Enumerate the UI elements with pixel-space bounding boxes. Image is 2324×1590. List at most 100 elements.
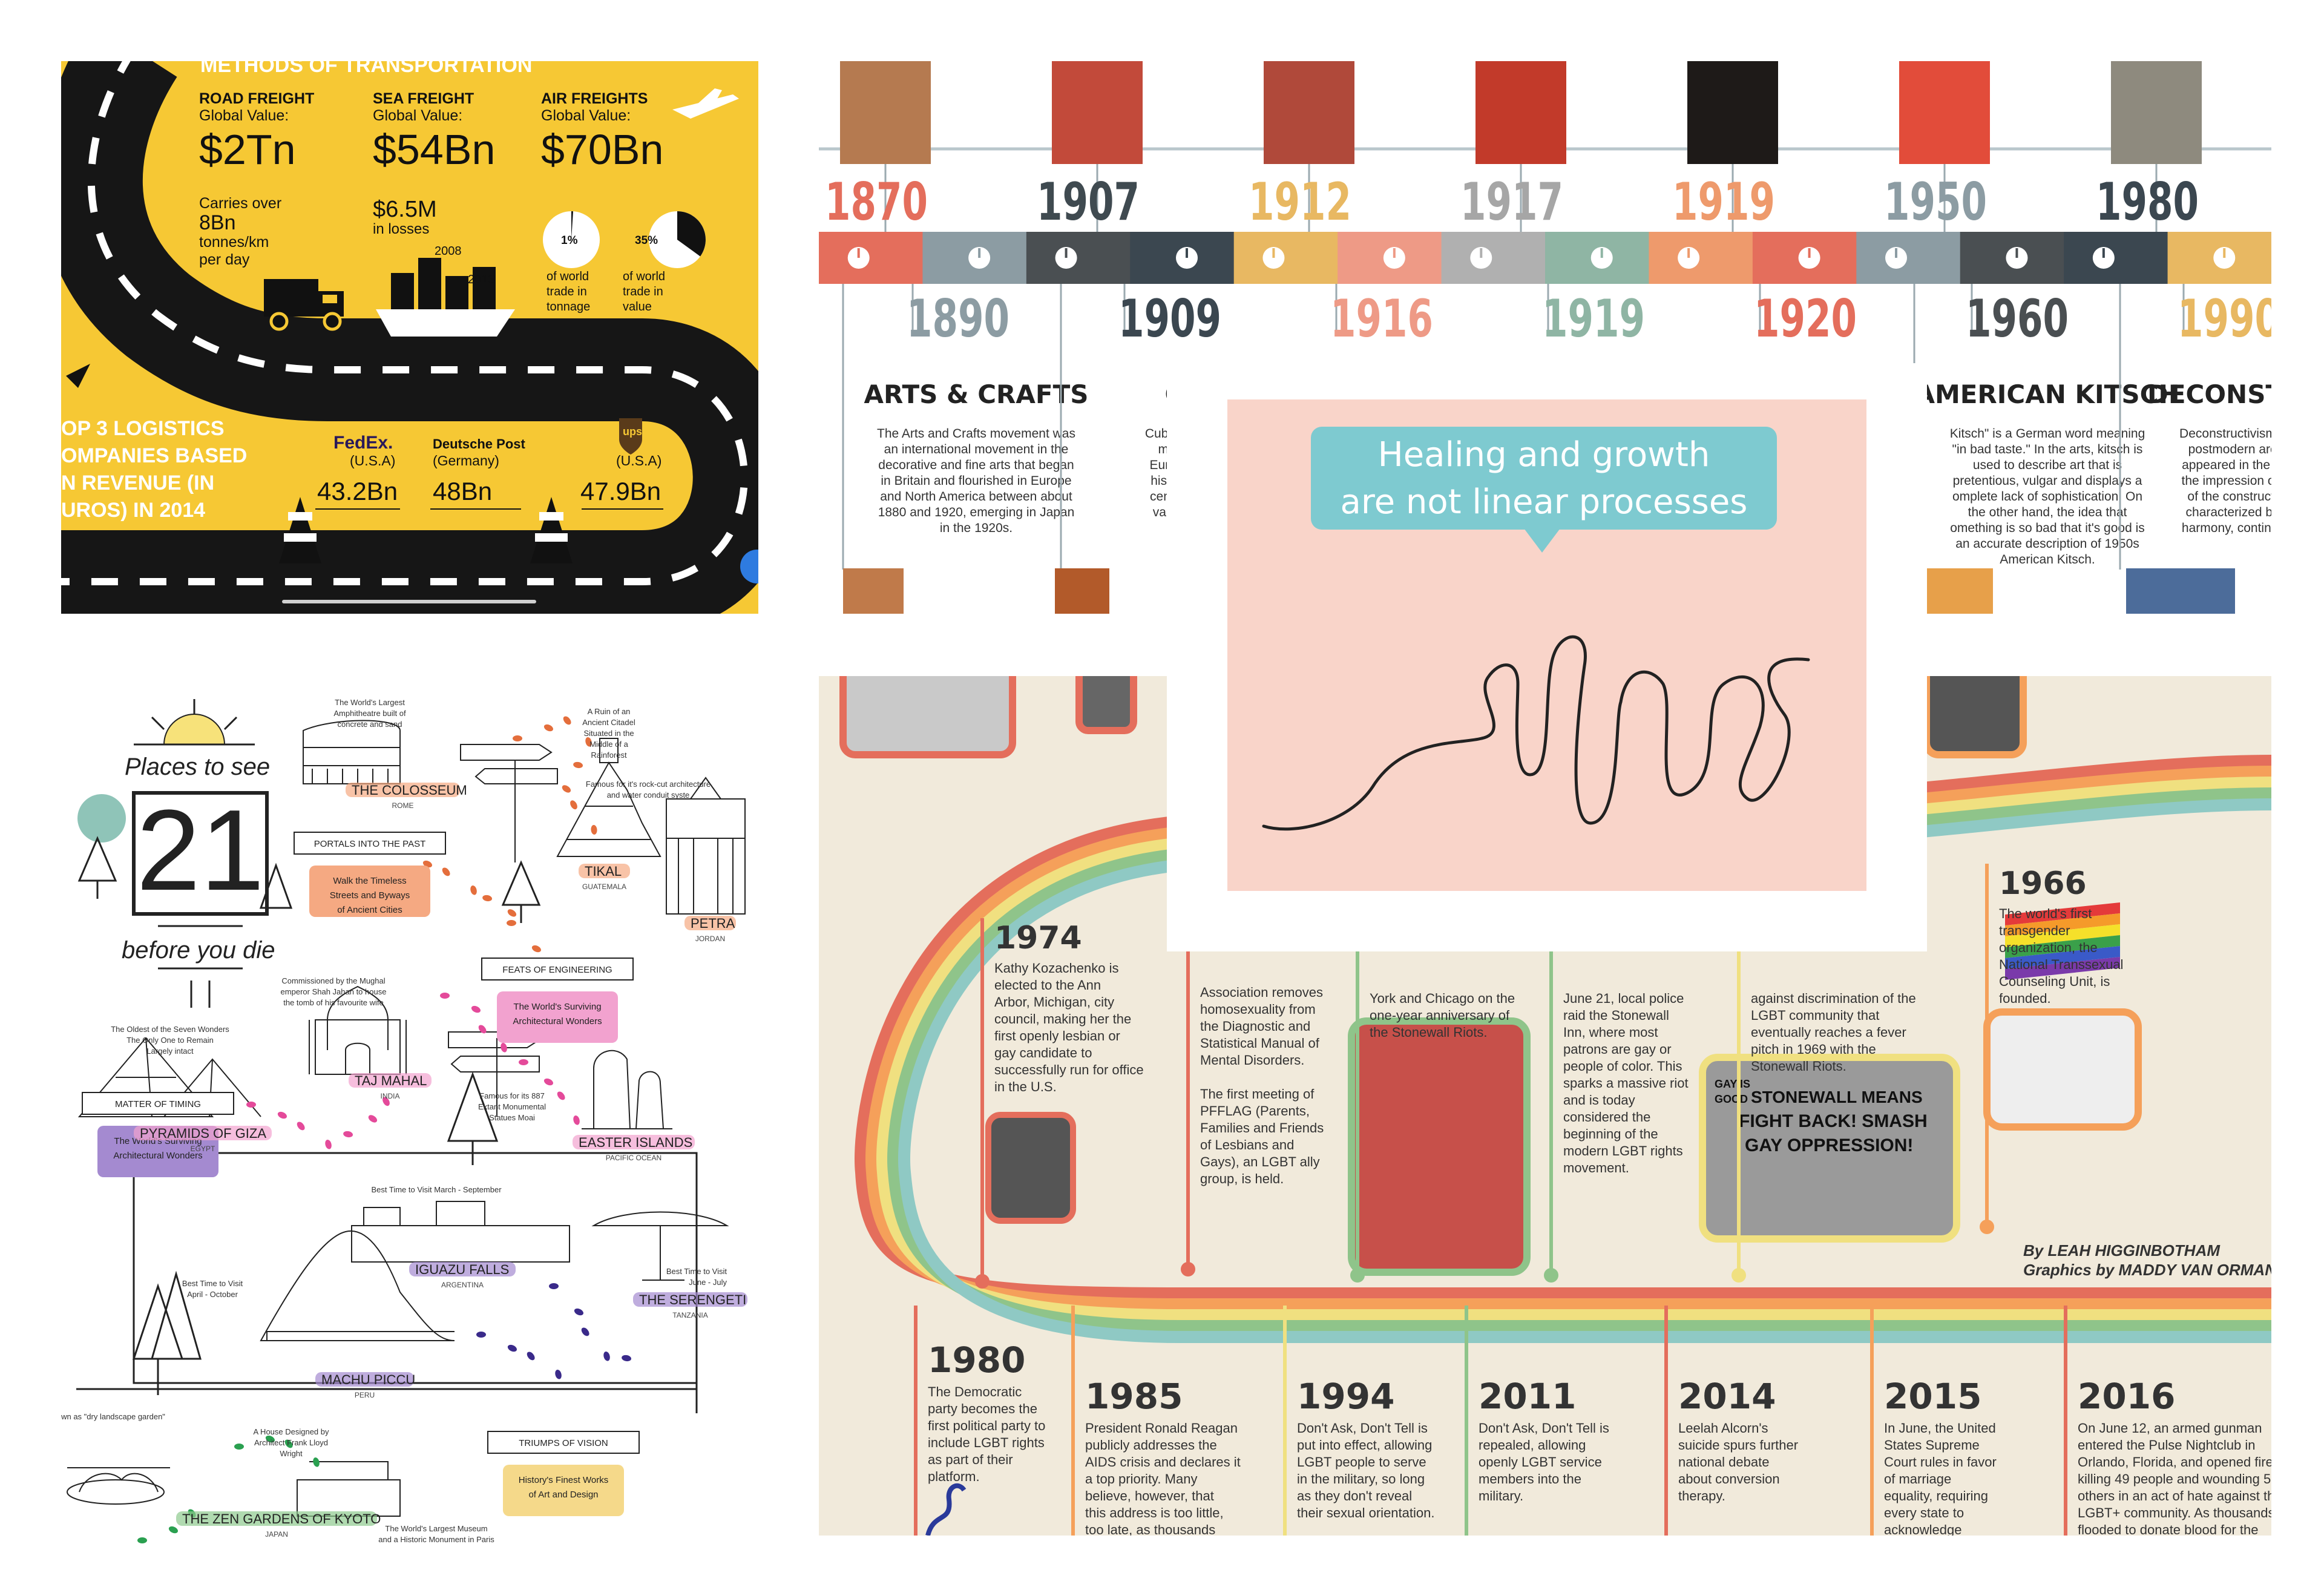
footprint-icon xyxy=(343,1131,353,1138)
timeline-band-segment xyxy=(1233,232,1339,284)
footprint-icon xyxy=(507,909,517,917)
lgbt-entry-text: killing 49 people and wounding 53 xyxy=(2078,1471,2271,1487)
traffic-cone-icon xyxy=(530,497,573,563)
lgbt-entry-text: Orlando, Florida, and opened fire, xyxy=(2078,1454,2271,1470)
road-desc: 8Bn xyxy=(199,211,236,234)
sign-body: Walk the Timeless xyxy=(333,876,406,886)
speech-bubble-tail xyxy=(1524,528,1560,553)
site-note: Ancient Citadel xyxy=(582,718,635,727)
tikal-illustration xyxy=(556,738,661,857)
site-note: Rainforest xyxy=(591,751,627,760)
lgbt-entry-text: entered the Pulse Nightclub in xyxy=(2078,1437,2256,1453)
site-name: PYRAMIDS OF GIZA xyxy=(140,1126,266,1141)
sign-body: The World's Surviving xyxy=(513,1002,601,1012)
timeline-band-segment xyxy=(1026,232,1131,284)
site-note: Famous for it's rock-cut architecture xyxy=(586,780,711,789)
site-note: Middle of a xyxy=(589,740,628,749)
site-country: PERU xyxy=(355,1391,375,1399)
timeline-band-segment xyxy=(1649,232,1753,284)
footprint-icon xyxy=(573,761,583,769)
lgbt-entry-text: the Stonewall Riots. xyxy=(1370,1025,1487,1040)
lgbt-entry-text: organization, the xyxy=(1999,940,2098,955)
sign-body-box xyxy=(497,991,618,1043)
tangled-line-drawing xyxy=(1262,635,1810,831)
site-note: Amphitheatre built of xyxy=(333,709,406,718)
lgbt-entry-text: of Lesbians and xyxy=(1200,1137,1294,1152)
lgbt-entry-text: elected to the Ann xyxy=(994,977,1101,993)
lgbt-entry-text: raid the Stonewall xyxy=(1563,1008,1669,1023)
footprint-icon xyxy=(313,1457,320,1467)
art-entry-text: "in bad taste." In the arts, kitsch is xyxy=(1952,442,2143,456)
site-name: MACHU PICCU xyxy=(321,1372,415,1387)
scrollbar[interactable] xyxy=(282,600,536,603)
site-note: Largely intact xyxy=(146,1046,194,1056)
site-country: JAPAN xyxy=(265,1530,288,1539)
fedex-logo: FedEx. xyxy=(333,433,393,453)
logistics-infographic: METHODS OF TRANSPORTATION ROAD FREIGHT G… xyxy=(61,61,758,614)
lgbt-entry-text: too late, as thousands xyxy=(1085,1522,1215,1536)
sign-title-box xyxy=(82,1092,234,1115)
cargo-ship-icon xyxy=(376,258,515,337)
lgbt-entry-text: in the U.S. xyxy=(994,1079,1057,1094)
art-entry-text: characterized by an abs xyxy=(2186,505,2271,519)
wright-house-illustration xyxy=(297,1461,401,1517)
sun-icon xyxy=(134,699,255,746)
lgbt-entry-text: President Ronald Reagan xyxy=(1085,1421,1238,1436)
lgbt-entry-text: a top priority. Many xyxy=(1085,1471,1197,1487)
footprint-icon xyxy=(519,1059,528,1065)
art-entry-text: the impression of the frag xyxy=(2182,474,2271,488)
lgbt-entry-text: LGBT+ community. As thousands xyxy=(2078,1505,2271,1520)
lgbt-entry-text: PFFLAG (Parents, xyxy=(1200,1103,1310,1119)
site-highlight xyxy=(684,916,736,930)
pie-chart-value xyxy=(649,211,706,268)
pie-desc: tonnage xyxy=(547,300,590,314)
lgbt-entry-text: of marriage xyxy=(1884,1471,1951,1487)
sea-value: $54Bn xyxy=(373,126,495,173)
road-desc: tonnes/km xyxy=(199,234,269,251)
air-value: $70Bn xyxy=(541,126,663,173)
lgbt-year: 2014 xyxy=(1678,1376,1776,1417)
zen-garden-illustration xyxy=(67,1467,170,1505)
healing-card: Healing and growth are not linear proces… xyxy=(1167,363,1927,951)
site-note: The Only One to Remain xyxy=(126,1036,214,1045)
lgbt-year: 2015 xyxy=(1884,1376,1981,1417)
top-year: 1919 xyxy=(1672,172,1775,232)
road-desc: Carries over xyxy=(199,195,281,212)
art-thumbnail xyxy=(2111,61,2202,164)
top-year: 1917 xyxy=(1460,172,1563,232)
lgbt-entry-text: movement. xyxy=(1563,1160,1629,1175)
lgbt-entry-text: Inn, where most xyxy=(1563,1025,1658,1040)
pie-desc: of world xyxy=(623,270,665,283)
site-country: PACIFIC OCEAN xyxy=(606,1154,661,1162)
footprint-icon xyxy=(297,1122,305,1131)
art-thumbnail xyxy=(1687,61,1778,164)
speech-bubble: Healing and growth are not linear proces… xyxy=(1311,427,1777,530)
lgbt-year: 1994 xyxy=(1297,1376,1394,1417)
site-note: emperor Shah Jahan to house xyxy=(281,987,387,996)
lgbt-entry-text: include LGBT rights xyxy=(928,1435,1045,1450)
side-handle-button[interactable] xyxy=(740,550,758,583)
lgbt-entry-text: military. xyxy=(1479,1488,1523,1503)
footprint-icon xyxy=(585,737,592,747)
footprint-icon xyxy=(570,800,577,810)
stonewall-protest-photo xyxy=(1699,1054,1960,1243)
art-entry-text: harmony, continuity, or sy xyxy=(2182,521,2271,535)
art-thumbnail xyxy=(1052,61,1143,164)
footprint-icon xyxy=(265,1435,275,1443)
lgbt-entry-text: members into the xyxy=(1479,1471,1581,1487)
top-year: 1870 xyxy=(825,172,928,232)
lgbt-entry-text: York and Chicago on the xyxy=(1370,991,1515,1006)
site-note: Best Time to Visit xyxy=(182,1279,243,1288)
site-note: Best Time to Visit March - September xyxy=(371,1185,502,1194)
air-global: Global Value: xyxy=(541,107,631,124)
lgbt-year: 1966 xyxy=(1999,866,2087,902)
footprint-icon xyxy=(622,1355,632,1362)
tree-icon xyxy=(259,862,293,909)
site-note: Best Time to Visit xyxy=(666,1267,727,1276)
footprint-icon xyxy=(440,993,450,999)
lgbt-entry-text: openly LGBT service xyxy=(1479,1454,1602,1470)
footprint-icon xyxy=(234,1444,244,1450)
lgbt-entry-text: successfully run for office xyxy=(994,1062,1144,1077)
